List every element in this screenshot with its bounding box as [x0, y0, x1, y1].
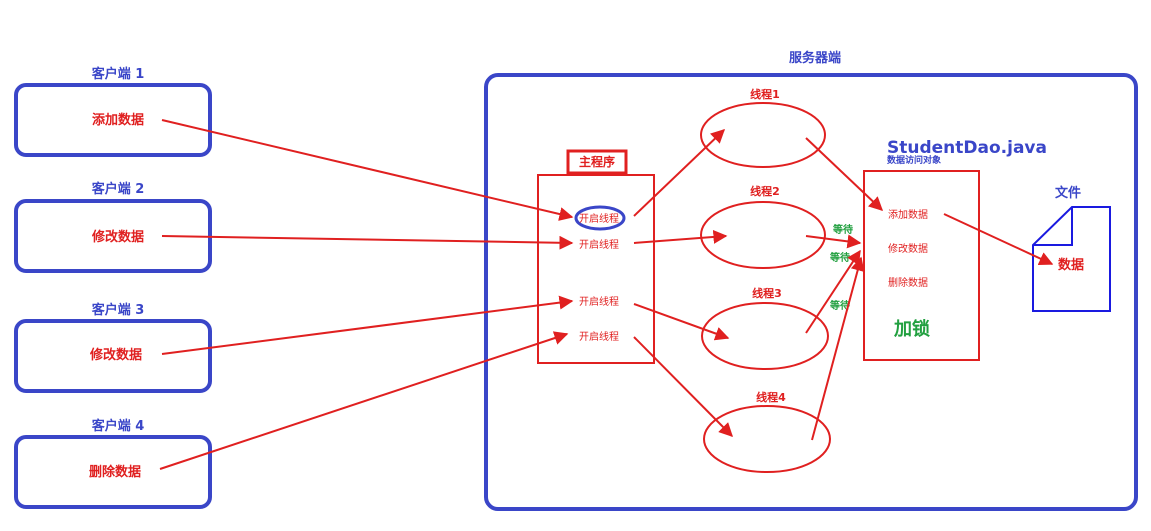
start-thread-2: 开启线程 — [579, 238, 619, 251]
dao-method-update: 修改数据 — [888, 242, 928, 255]
client-1-box — [14, 83, 212, 157]
client-4: 客户端 4 删除数据 — [14, 418, 212, 509]
client-4-box — [14, 435, 212, 509]
client-1-title: 客户端 1 — [92, 66, 145, 82]
start-thread-4: 开启线程 — [579, 330, 619, 343]
file-title: 文件 — [1055, 185, 1081, 201]
wait-label-2: 等待 — [830, 251, 850, 264]
arrow-thread1-to-dao — [805, 137, 884, 211]
main-program-box — [537, 174, 655, 364]
thread-4-label: 线程4 — [756, 390, 786, 404]
client-4-title: 客户端 4 — [92, 418, 145, 434]
start-thread-1: 开启线程 — [579, 212, 619, 225]
server-title: 服务器端 — [789, 50, 841, 66]
thread-2-ellipse — [700, 201, 826, 269]
wait-label-1: 等待 — [833, 223, 853, 236]
main-program-title-box — [566, 149, 628, 175]
arrow-client3-to-main — [161, 295, 574, 355]
arrow-client2-to-main — [161, 235, 574, 250]
thread-1-label: 线程1 — [750, 87, 780, 101]
client-2-title: 客户端 2 — [92, 181, 145, 197]
wait-label-3: 等待 — [830, 299, 850, 312]
client-3-action: 修改数据 — [89, 347, 142, 363]
start-thread-3: 开启线程 — [579, 295, 619, 308]
arrow-main-to-thread1 — [633, 129, 726, 217]
dao-title: StudentDao.java — [887, 138, 1047, 158]
thread-4-ellipse — [703, 405, 831, 473]
client-2-action: 修改数据 — [91, 229, 144, 245]
arrow-main-to-thread2 — [633, 229, 728, 244]
dao-subtitle: 数据访问对象 — [887, 154, 941, 166]
client-2: 客户端 2 修改数据 — [14, 181, 212, 273]
dao-method-add: 添加数据 — [888, 208, 928, 221]
file-fold-icon — [1033, 207, 1073, 246]
main-program-title: 主程序 — [579, 154, 615, 169]
thread-3-label: 线程3 — [752, 286, 782, 300]
thread-1-ellipse — [700, 102, 826, 168]
file-icon — [1032, 206, 1111, 312]
client-1: 客户端 1 添加数据 — [14, 66, 212, 157]
client-3: 客户端 3 修改数据 — [14, 302, 212, 393]
arrow-dao-to-file — [943, 213, 1054, 266]
file-content: 数据 — [1058, 257, 1084, 273]
arrow-main-to-thread4 — [633, 336, 733, 437]
server-box — [484, 73, 1138, 511]
client-3-title: 客户端 3 — [92, 302, 145, 318]
arrow-main-to-thread3 — [633, 303, 730, 341]
lock-label: 加锁 — [893, 318, 930, 340]
arrow-client1-to-main — [161, 119, 574, 221]
thread-3-ellipse — [701, 302, 829, 370]
dao-method-delete: 删除数据 — [888, 276, 928, 289]
arrow-thread2-to-dao — [805, 234, 862, 249]
arrow-client4-to-main — [159, 331, 569, 470]
highlight-ellipse — [574, 205, 626, 231]
client-3-box — [14, 319, 212, 393]
thread-2-label: 线程2 — [750, 184, 780, 198]
client-1-action: 添加数据 — [92, 112, 144, 128]
arrow-thread4-to-dao — [811, 256, 865, 441]
client-4-action: 删除数据 — [89, 464, 141, 480]
